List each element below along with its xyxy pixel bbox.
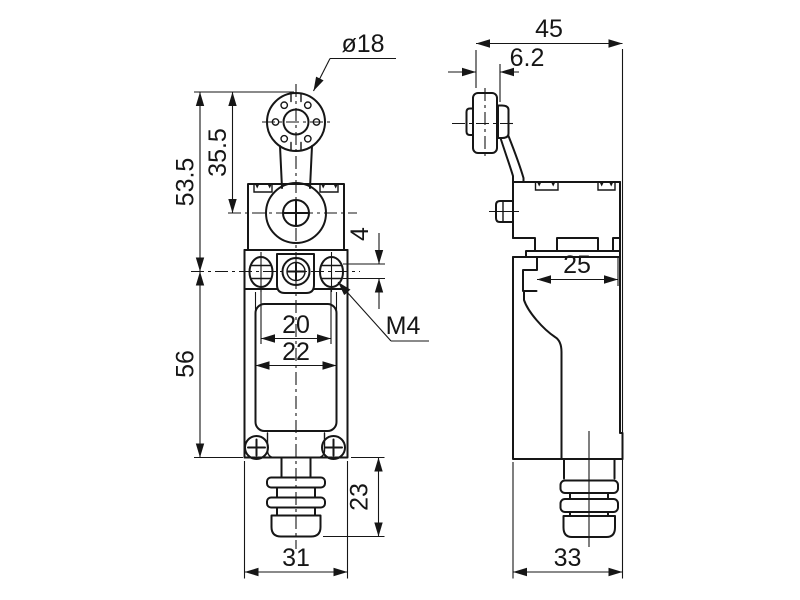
dimensions: ø18 45 6.2 53.5 35.5 56	[172, 15, 624, 579]
dim-side-depth: 33	[512, 462, 623, 579]
dim-mount-slot-width: 4	[343, 227, 385, 309]
dim-upper-body-depth: 25	[537, 251, 619, 286]
cover-screw-right-icon	[321, 435, 346, 460]
dim-body-height: 56	[172, 271, 243, 459]
dim-label-hole-slot-span: 22	[282, 338, 310, 366]
centerlines-front	[191, 84, 360, 549]
cover-screw-left-icon	[244, 435, 269, 460]
dim-plunger-length: 23	[323, 456, 385, 538]
dim-label-lever-height: 53.5	[172, 158, 200, 207]
dim-total-depth: 45	[475, 15, 624, 579]
lever-arm-side	[499, 135, 525, 183]
dim-label-hole-spacing: 20	[282, 311, 310, 339]
dim-lever-height: 53.5	[172, 91, 294, 272]
dim-label-mount-slot-width: 4	[346, 227, 374, 241]
roller-side	[452, 88, 516, 158]
dim-label-roller-center-height: 35.5	[204, 128, 232, 177]
dim-label-roller-diameter: ø18	[341, 30, 384, 58]
dim-label-body-height: 56	[172, 350, 200, 378]
body-side	[512, 181, 624, 460]
plunger-side	[559, 431, 619, 547]
dim-hole-slot-span: 22	[254, 292, 338, 370]
dim-label-plunger-length: 23	[346, 483, 374, 511]
dim-roller-center-height: 35.5	[204, 92, 237, 213]
dim-screw-thread: M4	[337, 281, 429, 342]
dim-label-screw-thread: M4	[386, 312, 421, 340]
front-view	[191, 84, 360, 549]
dim-label-roller-thickness: 6.2	[510, 44, 545, 72]
dim-label-side-depth: 33	[554, 544, 582, 572]
side-view	[452, 88, 624, 547]
dim-front-width: 31	[243, 461, 349, 579]
dim-label-total-depth: 45	[535, 15, 563, 43]
dim-roller-thickness: 6.2	[448, 44, 544, 102]
dim-label-upper-body-depth: 25	[563, 251, 591, 279]
head-side	[489, 181, 621, 252]
dim-label-front-width: 31	[282, 544, 310, 572]
side-screw-icon	[489, 200, 519, 223]
dim-roller-diameter: ø18	[313, 30, 396, 92]
dim-hole-spacing: 20	[260, 290, 332, 344]
